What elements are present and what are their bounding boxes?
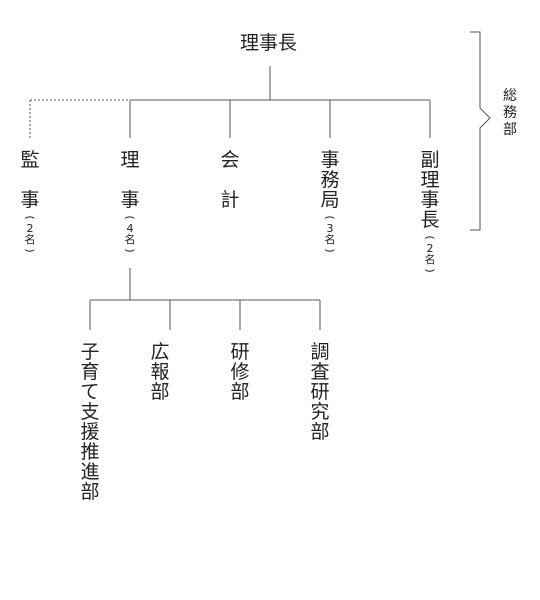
node-kaikei-char: 会 (220, 149, 240, 171)
node-fukurijicho-count-char: 名 (424, 253, 436, 266)
group-bracket (470, 31, 491, 231)
node-koho-char: 報 (150, 361, 170, 383)
node-fukurijicho-count-char: ) (423, 268, 437, 273)
node-kenshu: 研修部 (228, 342, 252, 402)
node-chosa-char: 部 (310, 421, 330, 443)
node-koho: 広報部 (148, 342, 172, 402)
node-riji-count-char: 名 (124, 233, 136, 246)
node-chosa-char: 査 (310, 361, 330, 383)
group-label-char: 部 (503, 122, 517, 138)
node-riji-char: 事 (120, 189, 140, 211)
group-label-char: 務 (503, 105, 517, 121)
node-kosodate-char: 援 (80, 421, 100, 443)
node-rijicho: 理事長 (240, 32, 298, 54)
node-riji-char: 理 (120, 149, 140, 171)
node-kosodate-char: 進 (80, 461, 100, 483)
node-fukurijicho-char: 事 (420, 189, 440, 211)
node-kenshu-char: 部 (230, 381, 250, 403)
node-riji-count-char: 4 (126, 222, 134, 235)
node-chosa: 調査研究部 (308, 342, 332, 442)
node-jimukyoku-char: 務 (320, 169, 340, 191)
node-kosodate-char: て (80, 381, 100, 403)
node-kosodate: 子育て支援推進部 (78, 342, 102, 502)
group-label-somubu: 総務部 (500, 88, 520, 139)
node-kosodate-char: 支 (80, 401, 100, 423)
node-kosodate-char: 子 (80, 341, 100, 363)
node-kaikei-char: 計 (220, 189, 240, 211)
node-fukurijicho-count-char: 2 (426, 242, 434, 255)
node-jimukyoku-char: 局 (320, 189, 340, 211)
node-chosa-char: 調 (310, 341, 330, 363)
node-kanji-count-char: ( (23, 215, 37, 220)
node-koho-char: 広 (150, 341, 170, 363)
node-kosodate-char: 部 (80, 481, 100, 503)
node-jimukyoku-count-char: ) (323, 248, 337, 253)
node-riji-count-char: ( (123, 215, 137, 220)
node-kaikei: 会計 (218, 150, 242, 210)
node-jimukyoku-count-char: ( (323, 215, 337, 220)
node-jimukyoku-count-char: 3 (326, 222, 334, 235)
node-kosodate-char: 推 (80, 441, 100, 463)
group-label-char: 総 (503, 88, 517, 104)
node-jimukyoku-count-char: 名 (324, 233, 336, 246)
node-kenshu-char: 修 (230, 361, 250, 383)
node-fukurijicho-char: 長 (420, 209, 440, 231)
node-fukurijicho-char: 理 (420, 169, 440, 191)
node-fukurijicho-char: 副 (420, 149, 440, 171)
node-fukurijicho-count-char: ( (423, 235, 437, 240)
node-kanji-count-char: 名 (24, 233, 36, 246)
node-jimukyoku-char: 事 (320, 149, 340, 171)
node-koho-char: 部 (150, 381, 170, 403)
node-kanji-count-char: 2 (26, 222, 34, 235)
node-kenshu-char: 研 (230, 341, 250, 363)
node-kanji-count-char: ) (23, 248, 37, 253)
node-riji-count-char: ) (123, 248, 137, 253)
node-chosa-char: 研 (310, 381, 330, 403)
node-kanji-char: 監 (20, 149, 40, 171)
node-chosa-char: 究 (310, 401, 330, 423)
node-kanji-char: 事 (20, 189, 40, 211)
node-kosodate-char: 育 (80, 361, 100, 383)
